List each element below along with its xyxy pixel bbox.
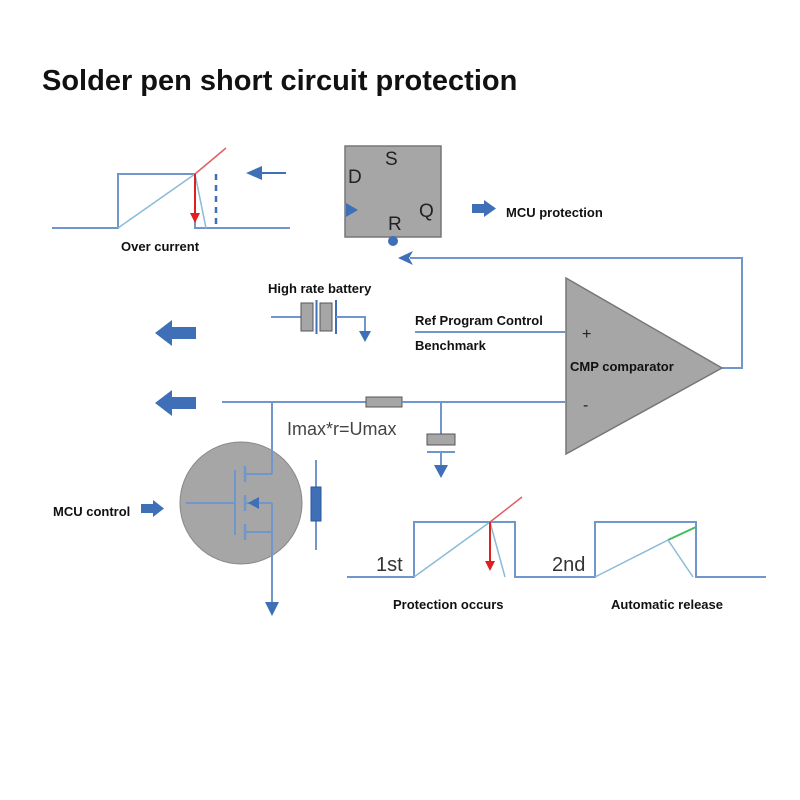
- comparator-plus-label: +: [582, 326, 591, 343]
- formula-label: Imax*r=Umax: [287, 419, 397, 439]
- over-current-waveform: [52, 147, 290, 229]
- first-pass-label: 1st: [376, 554, 403, 576]
- mosfet-symbol: [179, 402, 303, 616]
- pin-r-label: R: [388, 214, 402, 235]
- pin-q-label: Q: [419, 201, 434, 222]
- sense-line: [222, 396, 566, 408]
- protection-waveform: [347, 496, 766, 578]
- comparator-minus-label: -: [583, 397, 588, 414]
- ref-program-control-label: Ref Program Control: [415, 313, 543, 328]
- benchmark-label: Benchmark: [415, 338, 487, 353]
- comparator-symbol: [565, 276, 724, 456]
- pin-s-label: S: [385, 149, 398, 170]
- large-arrow-left-icon: [155, 390, 196, 416]
- cmp-comparator-label: CMP comparator: [570, 359, 674, 374]
- capacitor-symbol: [426, 402, 456, 478]
- mcu-protection-label: MCU protection: [506, 205, 603, 220]
- battery-symbol: [271, 300, 371, 342]
- protection-occurs-label: Protection occurs: [393, 597, 504, 612]
- arrow-left-icon: [246, 166, 286, 180]
- shunt-resistor-symbol: [310, 460, 322, 550]
- page-title: Solder pen short circuit protection: [42, 65, 517, 97]
- high-rate-battery-label: High rate battery: [268, 281, 372, 296]
- pin-d-label: D: [348, 167, 362, 188]
- automatic-release-label: Automatic release: [611, 597, 723, 612]
- mcu-control-label: MCU control: [53, 504, 130, 519]
- second-pass-label: 2nd: [552, 554, 585, 576]
- over-current-label: Over current: [121, 239, 200, 254]
- arrow-right-icon: [472, 200, 496, 217]
- large-arrow-left-icon: [155, 320, 196, 346]
- arrow-right-icon: [141, 500, 164, 517]
- feedback-wire: [398, 251, 743, 369]
- flip-flop-block: [344, 145, 442, 246]
